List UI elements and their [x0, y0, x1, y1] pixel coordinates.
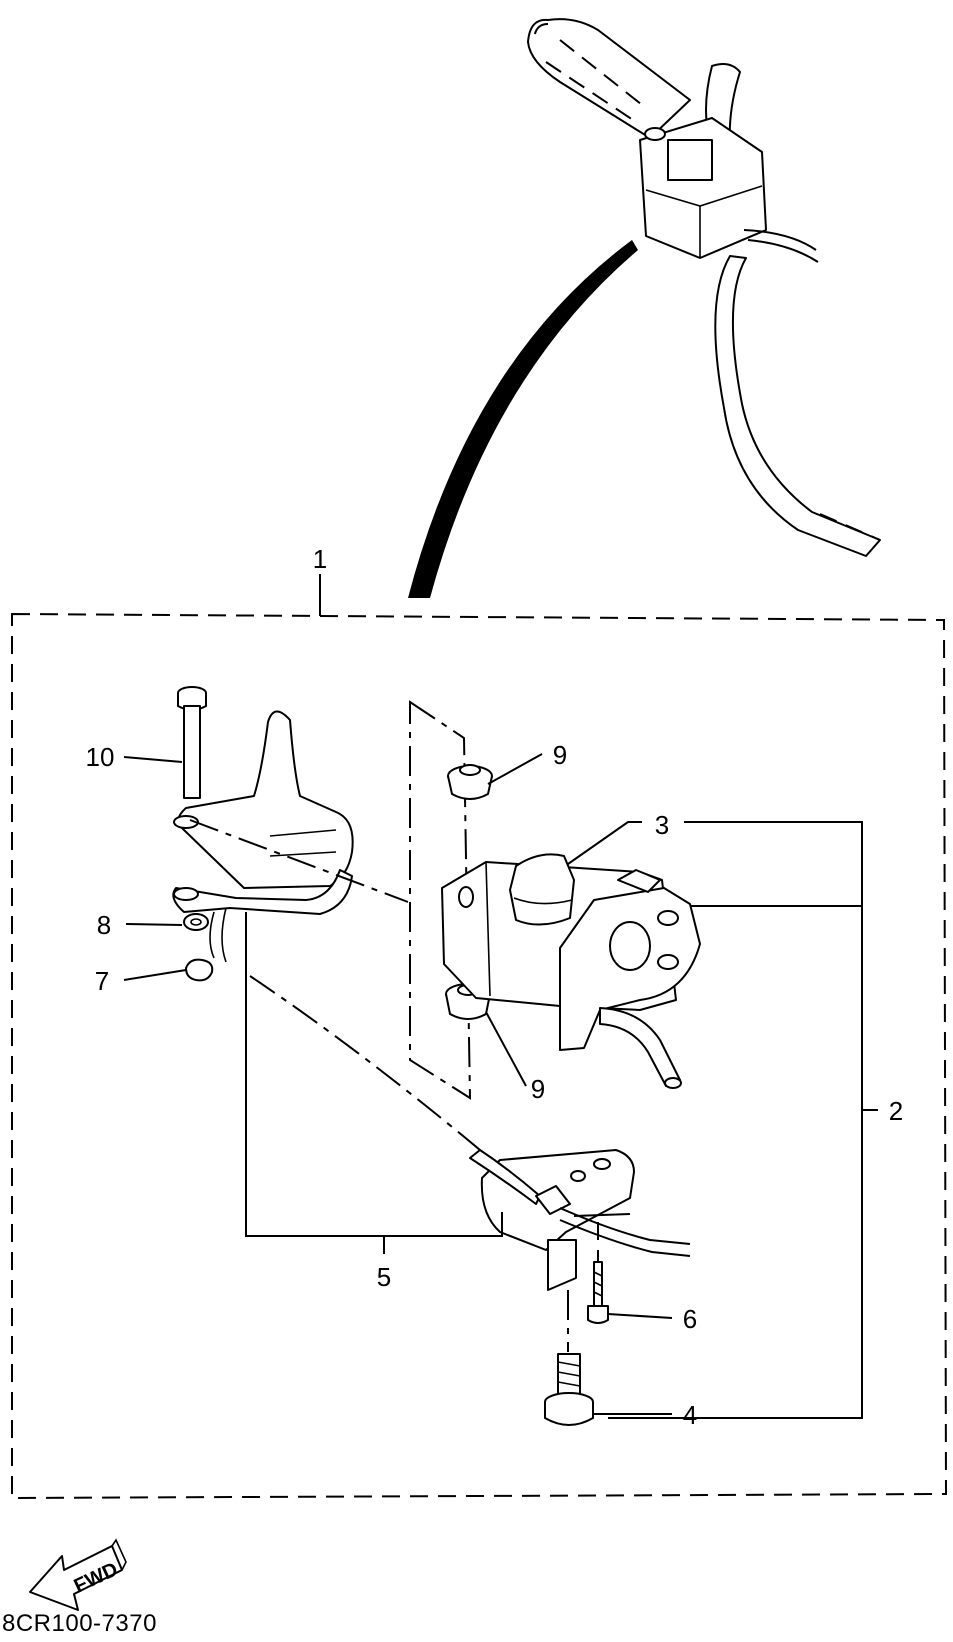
part-washer	[183, 913, 209, 931]
callout-2: 2	[889, 1096, 903, 1126]
callout-5: 5	[377, 1262, 391, 1292]
part-switch-unit	[441, 853, 701, 1051]
part-lever-bracket	[172, 710, 354, 963]
callout-3: 3	[655, 810, 669, 840]
callout-10: 10	[86, 742, 115, 772]
assembly-group-boundary	[11, 612, 948, 1500]
part-bolt	[544, 1290, 594, 1426]
part-pin	[177, 686, 207, 799]
drawing-code: 8CR100-7370	[2, 1610, 157, 1637]
handlebar-illustration	[408, 18, 881, 598]
part-lock-washer	[185, 958, 214, 982]
part-brake-switch	[469, 1149, 691, 1291]
assembly-axis-line	[189, 819, 409, 903]
callout-4: 4	[683, 1400, 697, 1430]
callout-9-bottom: 9	[531, 1074, 545, 1104]
part-hose	[599, 1007, 681, 1087]
callout-6: 6	[683, 1304, 697, 1334]
callout-7: 7	[95, 966, 109, 996]
group-bracket-2	[608, 821, 863, 1419]
callout-9-top: 9	[553, 740, 567, 770]
mounting-plate	[409, 700, 472, 1100]
callout-8: 8	[97, 910, 111, 940]
part-small-screw	[587, 1222, 609, 1324]
callout-1: 1	[313, 544, 327, 574]
part-grommet-top	[447, 764, 493, 800]
fwd-arrow-icon: FWD	[29, 1538, 127, 1611]
